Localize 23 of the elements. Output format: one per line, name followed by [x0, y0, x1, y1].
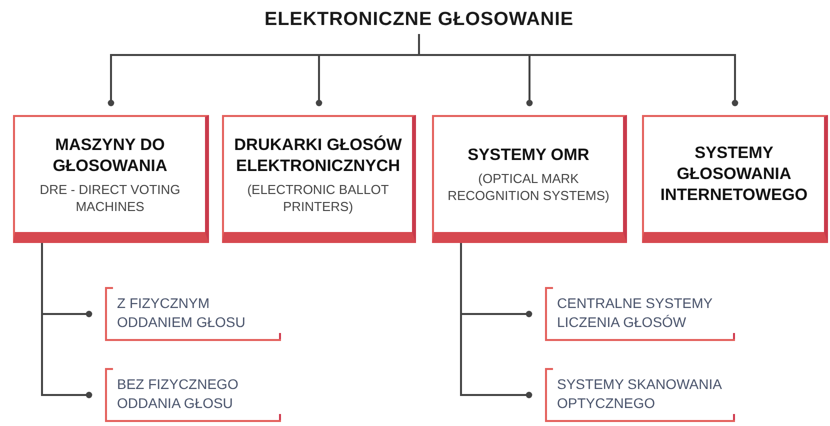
subcategory-text: Z FIZYCZNYM ODDANIEM GŁOSU [117, 294, 246, 332]
connector-line [41, 243, 92, 398]
subcategory-text: CENTRALNE SYSTEMY LICZENIA GŁOSÓW [557, 294, 714, 332]
subcategory-text: BEZ FIZYCZNEGO ODDANIA GŁOSU [117, 375, 240, 413]
category-heading: DRUKARKI GŁOSÓW ELEKTRONICZNYCH [233, 134, 403, 176]
category-subtitle: (OPTICAL MARK RECOGNITION SYSTEMS) [446, 170, 610, 204]
category-box [642, 115, 828, 243]
category-subtitle: DRE - DIRECT VOTING MACHINES [38, 180, 182, 214]
subcategory-bracket-box [545, 368, 735, 422]
connector-line [460, 243, 532, 398]
category-box [222, 115, 416, 243]
category-box [13, 115, 209, 243]
category-heading: MASZYNY DO GŁOSOWANIA [52, 134, 168, 176]
connector-line [418, 34, 738, 106]
subcategory-bracket-box [105, 368, 281, 422]
category-subtitle: (ELECTRONIC BALLOT PRINTERS) [246, 180, 390, 214]
subcategory-bracket-box [105, 287, 281, 341]
category-heading: SYSTEMY OMR [468, 145, 590, 166]
category-heading: SYSTEMY GŁOSOWANIA INTERNETOWEGO [659, 143, 809, 206]
category-box [432, 115, 627, 243]
diagram-title: ELEKTRONICZNE GŁOSOWANIE [229, 6, 609, 34]
subcategory-text: SYSTEMY SKANOWANIA OPTYCZNEGO [557, 375, 723, 413]
subcategory-bracket-box [545, 287, 735, 341]
